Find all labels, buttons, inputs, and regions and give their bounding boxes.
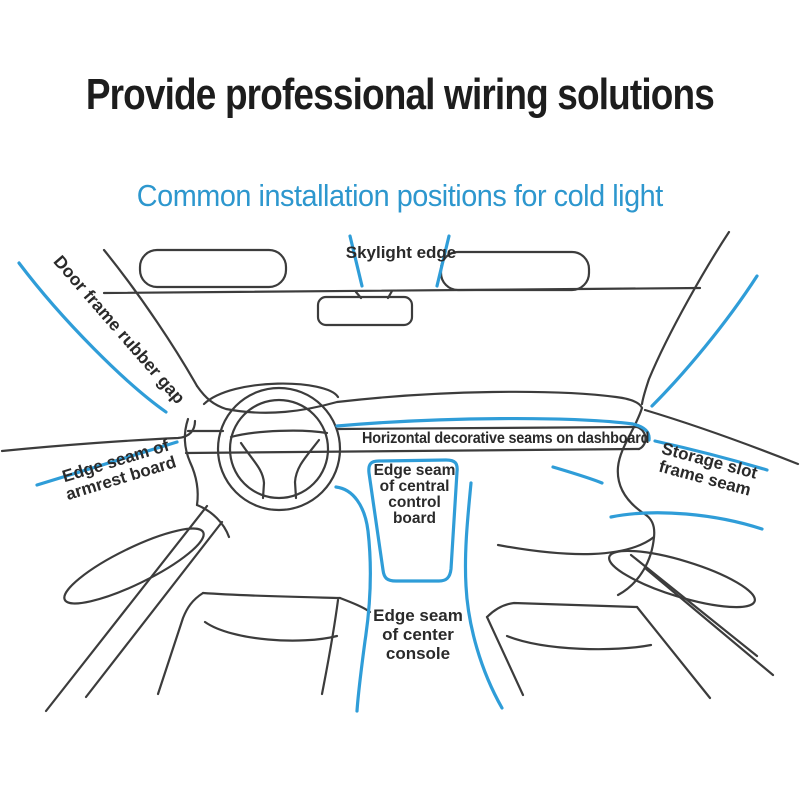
car-line-art xyxy=(0,230,800,713)
label-central-line2: of central xyxy=(379,478,450,496)
highlight-dashboard-seam xyxy=(335,416,651,442)
page-subtitle: Common installation positions for cold l… xyxy=(137,178,663,213)
a-pillar-right xyxy=(640,230,731,406)
a-pillar-left xyxy=(102,248,199,388)
highlight-door-frame-gap-right xyxy=(650,274,759,408)
highlight-skylight-left xyxy=(348,234,364,288)
left-door-diagonal-2 xyxy=(84,520,224,699)
label-center-console-seam: Edge seam of center console xyxy=(356,606,480,663)
page-subtitle-wrap: Common installation positions for cold l… xyxy=(0,178,800,214)
left-door-diagonal-1 xyxy=(44,504,209,713)
right-seat-side-left xyxy=(485,615,525,697)
right-seat-side-right xyxy=(635,605,712,700)
highlight-door-frame-gap-left xyxy=(17,261,168,414)
highlight-central-control-board xyxy=(367,458,459,583)
left-seat-front xyxy=(320,598,340,696)
cold-light-highlights xyxy=(17,234,769,713)
label-central-line3: control xyxy=(388,494,441,512)
page-title-wrap: Provide professional wiring solutions xyxy=(0,70,800,120)
label-central-line4: board xyxy=(392,510,437,528)
right-door-diagonal-2 xyxy=(643,566,775,677)
armrest-top-line xyxy=(0,419,197,453)
rearview-mirror xyxy=(316,295,414,327)
dash-band-bottom-line xyxy=(184,447,641,455)
steering-wheel-outer xyxy=(216,386,342,512)
right-door-diagonal-1 xyxy=(629,553,759,658)
page-title: Provide professional wiring solutions xyxy=(85,70,715,119)
left-seat-top xyxy=(201,591,342,600)
highlight-storage-upper xyxy=(653,439,769,472)
right-door-top-line xyxy=(643,408,800,466)
label-console-line1: Edge seam xyxy=(373,606,463,625)
dash-lower-right-edge xyxy=(496,535,656,556)
steering-wheel-stem-right xyxy=(293,438,321,500)
dash-band-right-closure xyxy=(635,425,647,451)
left-door-handle xyxy=(63,527,205,605)
windshield-top-line xyxy=(102,286,702,295)
highlight-console-right xyxy=(463,481,504,710)
label-skylight-edge: Skylight edge xyxy=(345,243,457,262)
highlight-skylight-right xyxy=(435,234,451,288)
highlight-storage-lower xyxy=(609,511,764,531)
highlight-armrest-seam xyxy=(35,440,179,487)
knee-bolster-curve xyxy=(195,503,231,539)
left-seat-cushion-arc xyxy=(203,620,339,642)
sun-visor-left xyxy=(138,248,288,289)
highlight-console-left xyxy=(334,485,372,713)
instrument-cowl-arc xyxy=(202,382,340,406)
steering-wheel-chord xyxy=(229,429,329,439)
highlight-dash-lower-seam xyxy=(551,465,604,485)
label-central-line1: Edge seam xyxy=(373,462,456,479)
dash-right-edge xyxy=(616,406,656,597)
right-seat-top xyxy=(485,601,639,619)
steering-wheel-stem-left xyxy=(239,441,266,500)
left-seat-side xyxy=(156,591,205,696)
right-seat-cushion-arc xyxy=(505,634,653,651)
label-dashboard-seams: Horizontal decorative seams on dashboard xyxy=(362,430,650,447)
label-console-line2: of center xyxy=(382,625,454,645)
right-door-handle xyxy=(608,549,756,609)
dash-left-edge xyxy=(183,417,199,507)
steering-wheel-inner xyxy=(228,398,330,500)
dashboard-top-edge xyxy=(195,384,644,414)
label-central-control-board: Edge seam of central control board xyxy=(357,462,472,528)
label-console-line3: console xyxy=(385,644,451,664)
dash-band-top-line xyxy=(186,425,639,433)
